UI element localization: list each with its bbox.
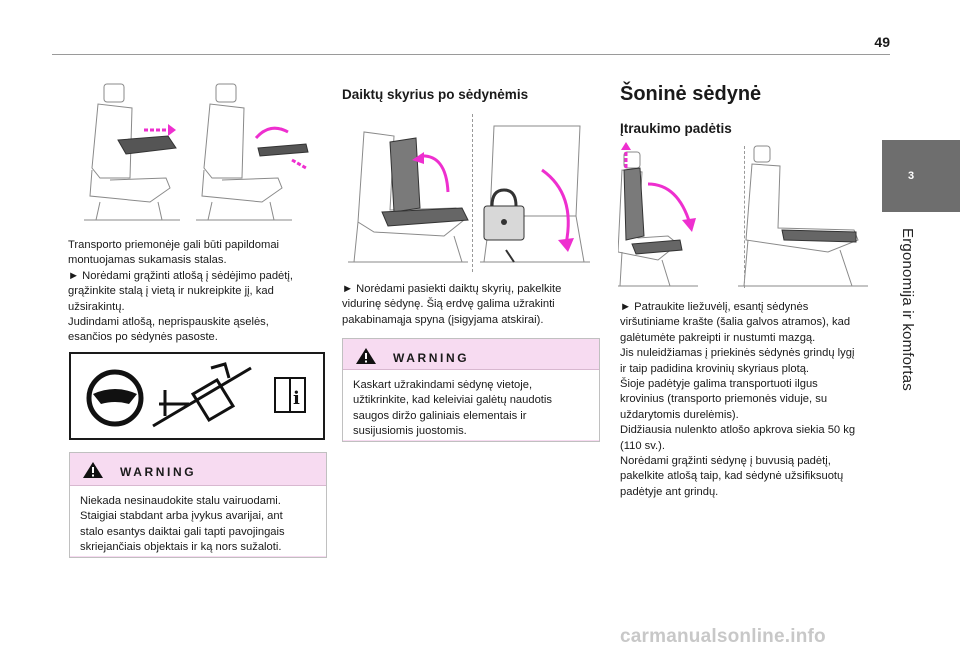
warning-title: WARNING (393, 351, 470, 365)
section-subheading: Įtraukimo padėtis (620, 121, 732, 136)
no-steering-table-pictogram-icon: i (86, 362, 306, 428)
text-line: pakabinamąja spyna (įsigyjama atskirai). (342, 313, 544, 326)
text-line: viršutiniame krašte (šalia galvos atramo… (620, 316, 851, 329)
text-line: ► Norėdami pasiekti daiktų skyrių, pakel… (342, 283, 562, 295)
text-line: esančios po sėdynės pasoste. (68, 331, 218, 344)
text-line: uždarytomis durelėmis). (620, 408, 739, 421)
seat-table-illustration (84, 83, 309, 221)
text-line: Jis nuleidžiamas į priekinės sėdynės gri… (620, 347, 855, 360)
warning-line: saugos diržo galiniais elementais ir (353, 409, 527, 422)
text-line: užsirakintų. (68, 300, 125, 313)
text-line: galėtumėte pakreipti ir nustumti mazgą. (620, 331, 816, 344)
text-line: montuojamas sukamasis stalas. (68, 254, 227, 267)
text-line: ► Patraukite liežuvėlį, esantį sėdynės (620, 301, 809, 313)
warning-line: Staigiai stabdant arba įvykus avarijai, … (80, 510, 283, 523)
side-seat-fold-illustration (618, 142, 868, 287)
warning-triangle-icon (356, 348, 376, 364)
section-heading: Daiktų skyrius po sėdynėmis (342, 87, 529, 102)
page-number: 49 (874, 34, 890, 50)
text-line: padėtyje ant grindų. (620, 485, 719, 498)
warning-line: stalo esantys daiktai gali tapti pavojin… (80, 525, 285, 538)
warning-line: susijusiomis juostomis. (353, 425, 467, 438)
warning-line: Kaskart užrakindami sėdynę vietoje, (353, 379, 533, 391)
chapter-title: Ergonomija ir komfortas (899, 228, 916, 391)
illustration-divider (472, 114, 473, 272)
warning-line: Niekada nesinaudokite stalu vairuodami. (80, 495, 281, 507)
warning-line: skriejančiais objektais ir ką nors sužal… (80, 541, 282, 554)
text-line: pakelkite atlošą taip, kad sėdynė užsifi… (620, 470, 844, 483)
warning-triangle-icon (83, 462, 103, 478)
header-rule (52, 54, 890, 55)
text-line: Šioje padėtyje galima transportuoti ilgu… (620, 378, 818, 391)
under-seat-storage-illustration (348, 125, 590, 263)
warning-title: WARNING (120, 465, 197, 479)
text-line: vidurinę sėdynę. Šią erdvę galima užraki… (342, 298, 555, 311)
warning-box: WARNING Kaskart užrakindami sėdynę vieto… (342, 338, 600, 442)
illustration-divider (744, 146, 745, 288)
warning-line: užtikrinkite, kad keleiviai galėtų naudo… (353, 394, 552, 407)
text-line: Transporto priemonėje gali būti papildom… (68, 239, 280, 251)
warning-box: WARNING Niekada nesinaudokite stalu vair… (69, 452, 327, 558)
text-line: Norėdami grąžinti sėdynę į buvusią padėt… (620, 455, 831, 468)
text-line: Judindami atlošą, neprispauskite ąselės, (68, 316, 269, 329)
chapter-tab[interactable]: 3 (882, 140, 960, 212)
text-line: (110 sv.). (620, 439, 665, 452)
svg-text:i: i (293, 388, 300, 409)
text-line: Didžiausia nulenkto atlošo apkrova sieki… (620, 424, 856, 437)
text-line: ► Norėdami grąžinti atlošą į sėdėjimo pa… (68, 269, 293, 282)
watermark: carmanualsonline.info (620, 626, 826, 647)
text-line: grąžinkite stalą į vietą ir nukreipkite … (68, 285, 274, 298)
chapter-number: 3 (907, 170, 915, 182)
text-line: krovinius (transporto priemonės viduje, … (620, 393, 828, 406)
pictogram-box: i (69, 352, 325, 440)
text-line: ir taip padidina krovinių skyriaus plotą… (620, 362, 810, 375)
section-title: Šoninė sėdynė (620, 83, 762, 105)
